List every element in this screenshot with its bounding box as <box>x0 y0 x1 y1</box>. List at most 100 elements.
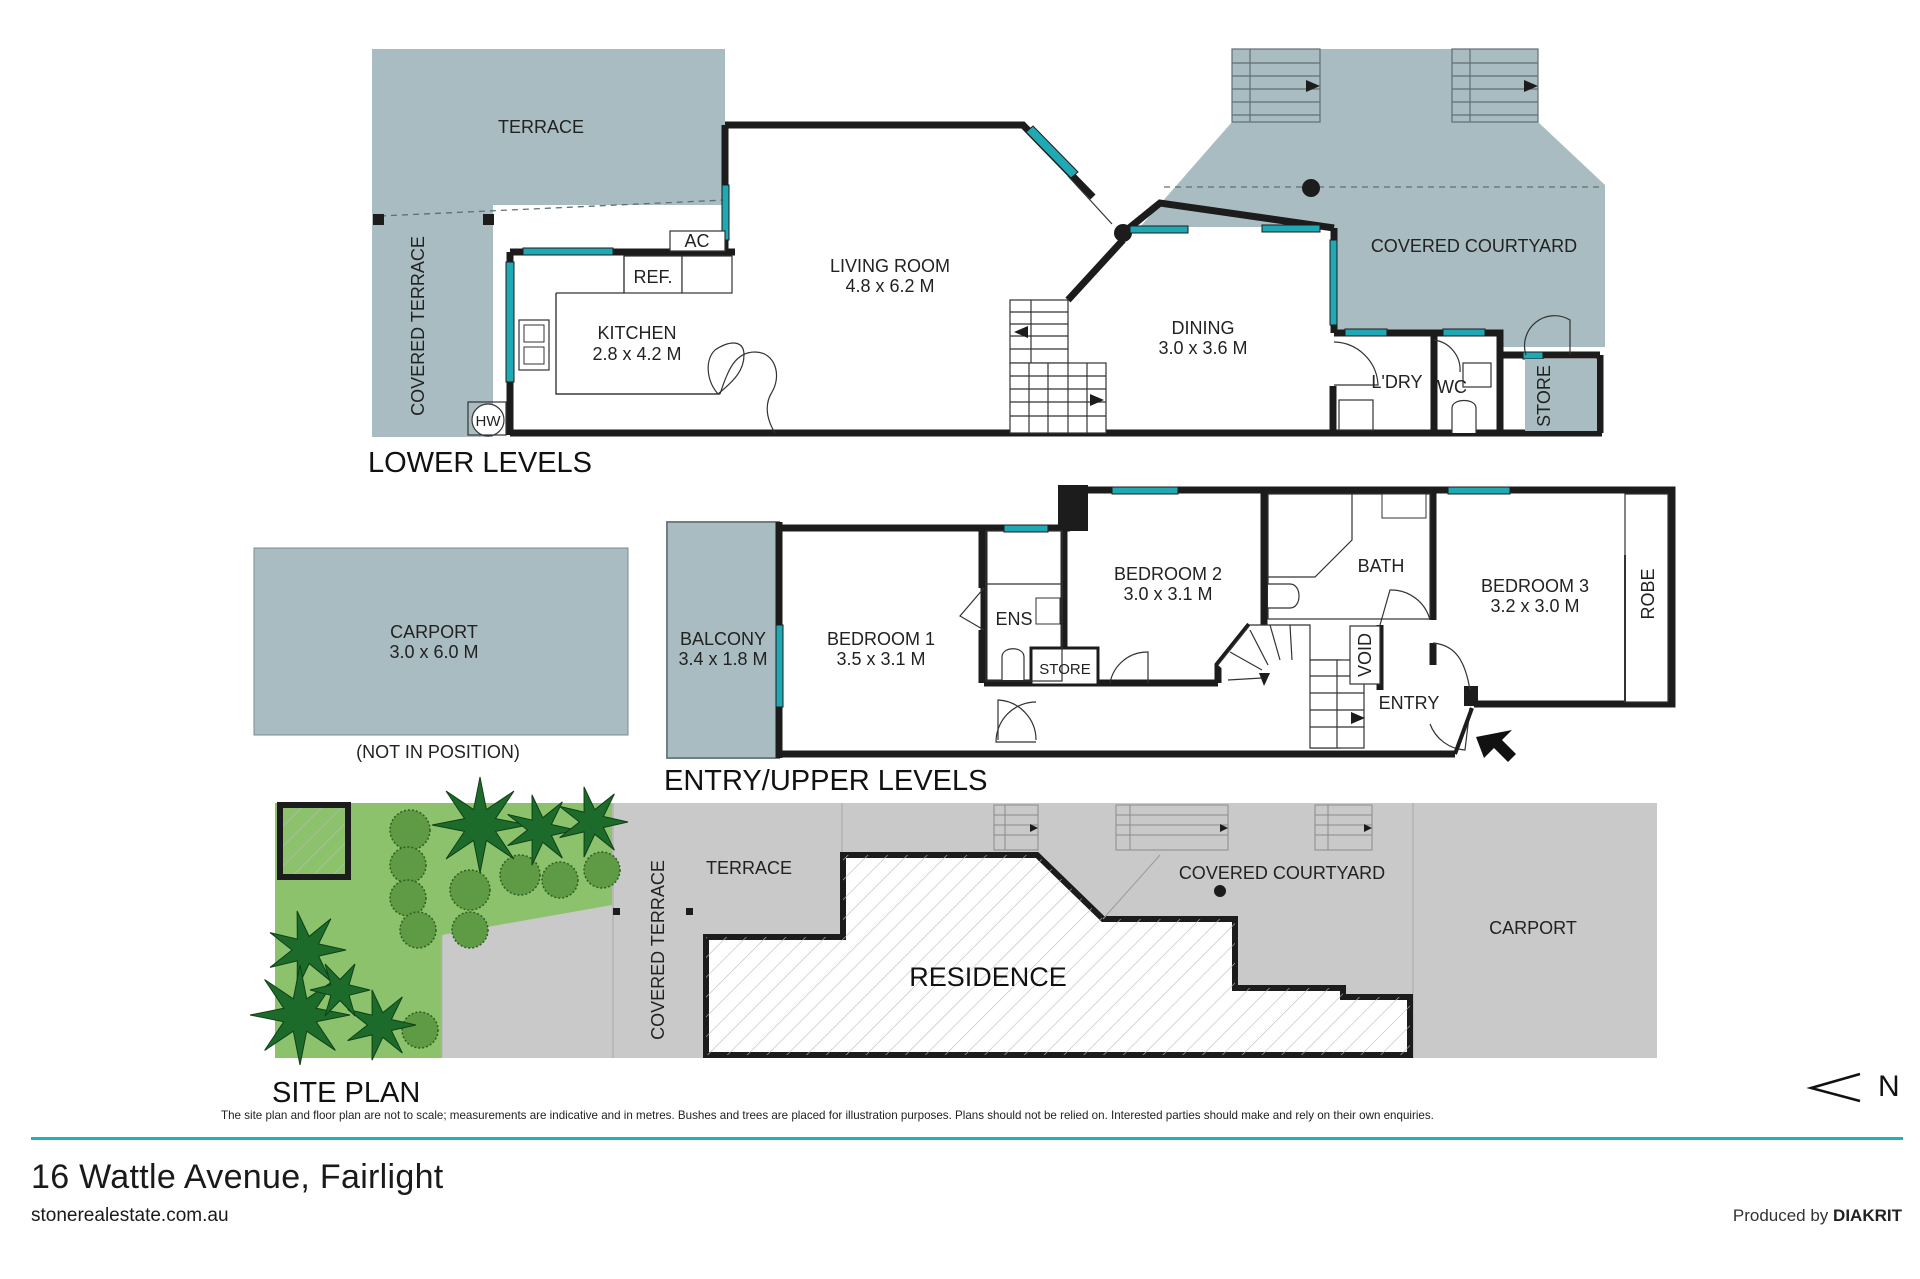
lower-levels-plan: TERRACE COVERED TERRACE AC REF. HW KITCH… <box>368 48 1605 479</box>
site-courtyard-label: COVERED COURTYARD <box>1179 863 1385 883</box>
upper-levels-title: ENTRY/UPPER LEVELS <box>664 765 987 797</box>
upper-windows <box>775 486 1511 708</box>
garden-shrub <box>389 846 427 884</box>
hot-water-box <box>467 401 507 436</box>
site-plan-title: SITE PLAN <box>272 1077 420 1109</box>
site-step-arrow <box>1364 824 1372 832</box>
kitchen-cabinet <box>681 255 733 294</box>
site-step-arrow <box>1030 824 1038 832</box>
entry-arrow-icon <box>1476 730 1516 762</box>
bed3-door <box>1432 642 1471 691</box>
site-post <box>686 908 693 915</box>
courtyard-steps-right <box>1451 48 1539 123</box>
entry-label: ENTRY <box>1379 693 1440 713</box>
terrace-post <box>373 214 384 225</box>
balcony-label: BALCONY <box>680 629 766 649</box>
garden-shrub <box>399 911 437 949</box>
site-steps <box>993 804 1373 851</box>
stair-arrow <box>1090 394 1104 406</box>
carport-block <box>253 547 629 736</box>
site-post <box>613 908 620 915</box>
dining-door-line <box>1067 175 1113 225</box>
residence-hatch <box>706 855 1410 1055</box>
upper-walls <box>775 486 1676 758</box>
upper-stair-arrow <box>1351 712 1365 724</box>
courtyard-edge <box>1102 854 1161 920</box>
wc-door <box>1433 339 1461 373</box>
bed3-label: BEDROOM 3 <box>1481 576 1589 596</box>
garden-shrub <box>541 861 579 899</box>
garden-shrub <box>499 854 541 896</box>
carport-dim: 3.0 x 6.0 M <box>389 642 478 662</box>
wc-label: WC <box>1437 377 1467 397</box>
garden-shrub <box>401 1011 439 1049</box>
courtyard-steps-left <box>1231 48 1321 123</box>
laundry-tub <box>1338 399 1374 431</box>
bath-shower-screen <box>1268 494 1353 578</box>
robe-cabinet <box>1624 493 1669 703</box>
bed2-door <box>1109 651 1149 684</box>
palm-tree <box>309 963 371 1017</box>
kitchen-sink-bowl <box>523 324 545 343</box>
site-plan: TERRACE COVERED TERRACE COVERED COURTYAR… <box>249 776 1657 1109</box>
ac-label: AC <box>684 231 709 251</box>
palm-tree <box>347 989 417 1061</box>
site-shed <box>277 802 351 880</box>
footer-divider <box>31 1137 1903 1140</box>
site-courtyard-post <box>1214 885 1226 897</box>
entry-door-swing <box>1453 707 1474 755</box>
living-dim: 4.8 x 6.2 M <box>845 276 934 296</box>
void-label: VOID <box>1355 633 1375 677</box>
kitchen-sink-bowl <box>523 346 545 365</box>
courtyard-step-arrow <box>1524 80 1538 92</box>
ensuite-toilet <box>1001 648 1025 680</box>
site-step-arrow <box>1220 824 1228 832</box>
garden-shrub <box>389 809 431 851</box>
covered-terrace-label: COVERED TERRACE <box>408 236 428 416</box>
palm-tree <box>507 794 577 866</box>
living-label: LIVING ROOM <box>830 256 950 276</box>
bed1-door <box>997 699 1037 741</box>
upper-stair-arrow <box>1259 673 1270 686</box>
kitchen-island <box>555 293 720 395</box>
dining-label: DINING <box>1172 318 1235 338</box>
wc-basin <box>1462 362 1492 388</box>
balcony-dim: 3.4 x 1.8 M <box>678 649 767 669</box>
terrace-label: TERRACE <box>498 117 584 137</box>
upper-wall-block <box>1058 485 1088 531</box>
producer-brand: DIAKRIT <box>1833 1206 1902 1225</box>
entry-door <box>1429 707 1471 751</box>
palm-tree <box>269 910 347 990</box>
hot-water-unit <box>471 403 505 437</box>
north-arrow-icon: N <box>1806 1070 1900 1103</box>
hw-label: HW <box>476 413 502 430</box>
not-in-position-note: (NOT IN POSITION) <box>356 742 520 762</box>
bath-room <box>1267 493 1431 620</box>
palm-tree <box>431 776 529 874</box>
terrace-dashed-line <box>379 199 726 217</box>
store-fill <box>1525 359 1597 431</box>
bath-toilet <box>1268 583 1300 609</box>
ensuite-basin <box>1035 597 1061 625</box>
ensuite-door <box>959 587 985 631</box>
kitchen-dim: 2.8 x 4.2 M <box>592 344 681 364</box>
producer-credit: Produced by DIAKRIT <box>1733 1206 1902 1226</box>
site-carport-label: CARPORT <box>1489 918 1577 938</box>
courtyard-step-arrow <box>1306 80 1320 92</box>
bed3-dim: 3.2 x 3.0 M <box>1490 596 1579 616</box>
courtyard-area <box>1140 49 1605 347</box>
upper-levels-plan: CARPORT 3.0 x 6.0 M (NOT IN POSITION) <box>253 485 1676 797</box>
bath-door <box>1379 589 1431 626</box>
kitchen-label: KITCHEN <box>597 323 676 343</box>
courtyard-post <box>1302 179 1320 197</box>
agency-website-link[interactable]: stonerealestate.com.au <box>31 1205 229 1226</box>
hall-door <box>995 701 1037 743</box>
terrace-area <box>372 49 725 437</box>
site-covered-terrace-label: COVERED TERRACE <box>648 860 668 1040</box>
lower-stairs <box>1009 299 1107 434</box>
robe-label: ROBE <box>1638 568 1658 619</box>
north-label: N <box>1878 1070 1900 1103</box>
residence-label: RESIDENCE <box>909 962 1067 992</box>
garden-shrub <box>389 879 427 917</box>
